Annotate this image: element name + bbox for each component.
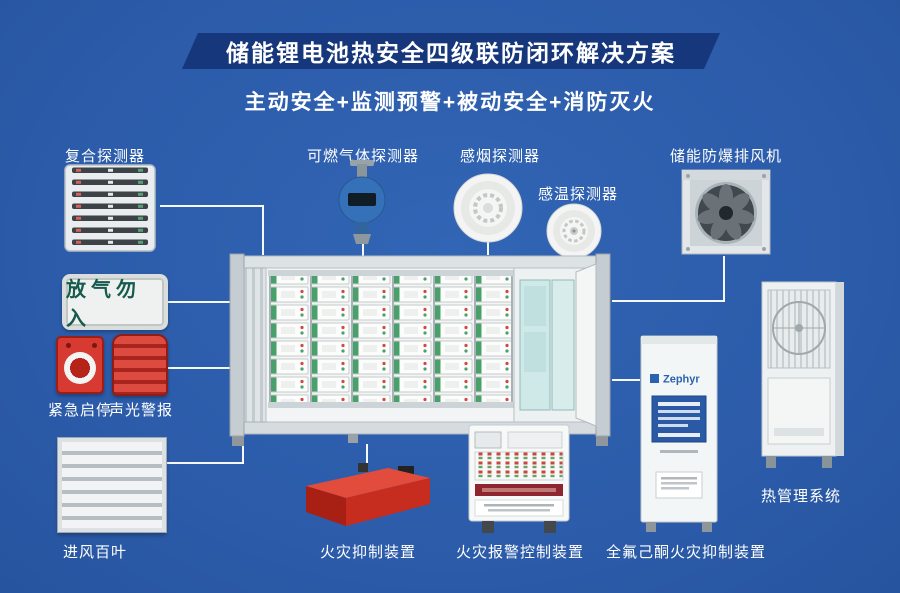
thermal-management-label: 热管理系统 xyxy=(760,488,842,505)
gas-detector-label: 可燃气体探测器 xyxy=(306,148,420,165)
thermal-management-image xyxy=(761,281,844,468)
air-louver-label: 进风百叶 xyxy=(62,544,128,561)
emergency-stop-label: 紧急启停 xyxy=(47,402,113,419)
warning-sign-text: 放气勿入 xyxy=(66,279,141,330)
connector-line xyxy=(362,244,364,256)
connector-line xyxy=(160,205,264,207)
smoke-detector-image xyxy=(453,173,523,243)
fire-suppression-image xyxy=(306,463,430,526)
connector-line xyxy=(262,205,264,255)
connector-line xyxy=(366,444,368,466)
composite-detector-label: 复合探测器 xyxy=(64,148,146,165)
connector-line xyxy=(168,367,230,369)
connector-line xyxy=(166,462,244,464)
exhaust-fan-label: 储能防爆排风机 xyxy=(669,148,783,165)
emergency-stop-button-icon xyxy=(64,352,96,385)
connector-line xyxy=(487,241,489,255)
connector-line xyxy=(242,446,244,464)
cabinet-brand-text: Zephyr xyxy=(663,374,700,386)
sound-light-alarm-label: 声光警报 xyxy=(108,402,174,419)
gas-release-warning-sign: 放气勿入 xyxy=(62,274,168,330)
battery-container-image xyxy=(229,253,611,446)
air-louver-image xyxy=(57,437,167,533)
fire-alarm-panel-image xyxy=(468,424,570,533)
composite-detector-image xyxy=(64,164,156,252)
smoke-detector-label: 感烟探测器 xyxy=(459,148,541,165)
page-subtitle: 主动安全+监测预警+被动安全+消防灭火 xyxy=(244,91,656,114)
fire-suppression-label: 火灾抑制装置 xyxy=(319,544,417,561)
temp-detector-label: 感温探测器 xyxy=(537,186,619,203)
pfh-fire-suppression-image: Zephyr xyxy=(640,335,718,532)
connector-line xyxy=(723,256,725,302)
sound-light-alarm-image xyxy=(112,334,168,396)
fire-alarm-panel-label: 火灾报警控制装置 xyxy=(455,544,585,561)
page-title: 储能锂电池热安全四级联防闭环解决方案 xyxy=(226,40,676,66)
gas-detector-image xyxy=(338,160,386,244)
pfh-fire-suppression-label: 全氟己酮火灾抑制装置 xyxy=(605,544,767,561)
connector-line xyxy=(612,379,640,381)
connector-line xyxy=(612,300,725,302)
connector-line xyxy=(168,301,230,303)
title-banner: 储能锂电池热安全四级联防闭环解决方案 xyxy=(182,33,720,69)
emergency-stop-image xyxy=(56,336,104,394)
temp-detector-image xyxy=(546,203,602,259)
exhaust-fan-image xyxy=(681,169,771,255)
